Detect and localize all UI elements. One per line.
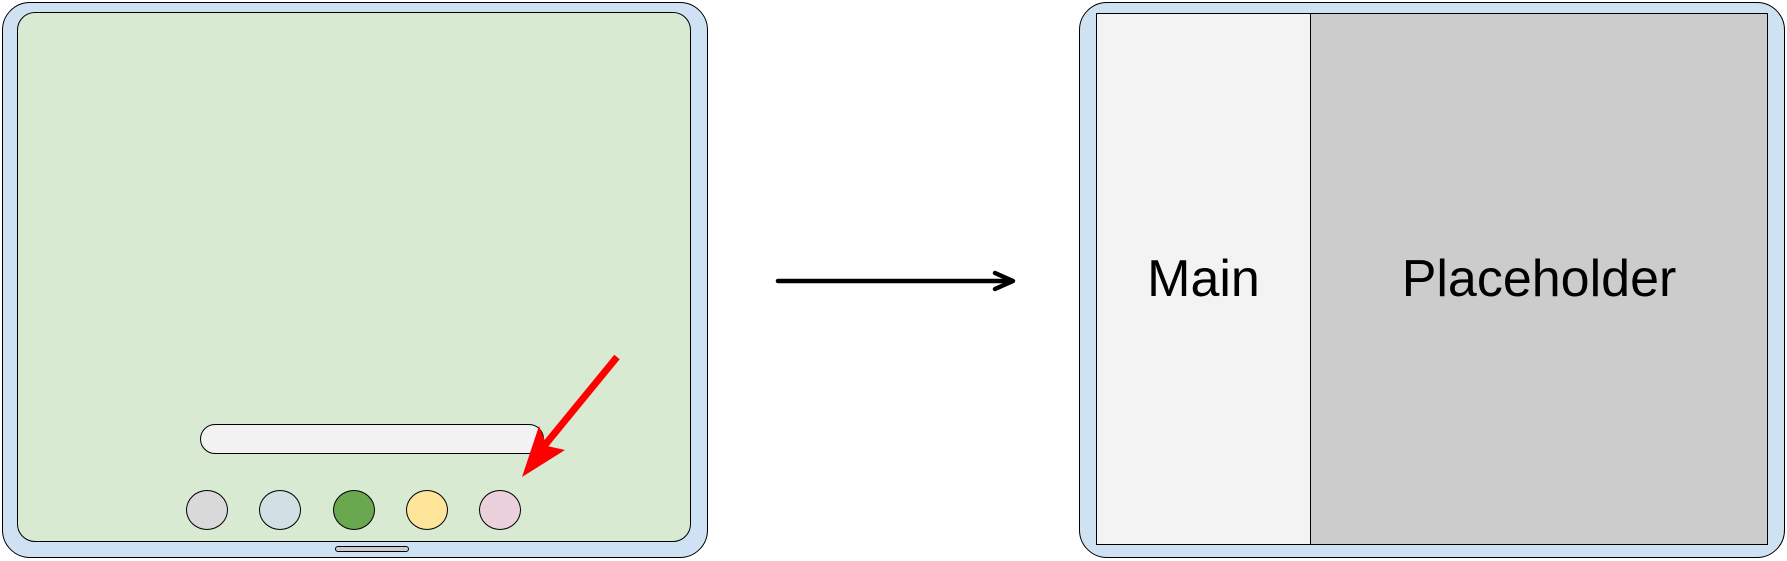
app-icon-pink[interactable] [479, 490, 521, 530]
app-icon-green[interactable] [333, 490, 375, 530]
main-pane-label: Main [1147, 250, 1260, 308]
app-icon-yellow[interactable] [406, 490, 448, 530]
app-icon-gray[interactable] [186, 490, 228, 530]
right-tablet-screen: Main Placeholder [1096, 13, 1768, 545]
navigation-handle[interactable] [335, 546, 409, 552]
placeholder-pane: Placeholder [1311, 14, 1767, 544]
app-icon-bluegray[interactable] [259, 490, 301, 530]
placeholder-pane-label: Placeholder [1401, 250, 1677, 308]
left-tablet-screen [17, 12, 691, 552]
transition-arrow-icon [775, 270, 1016, 292]
search-bar[interactable] [200, 424, 544, 454]
main-pane: Main [1097, 14, 1311, 544]
